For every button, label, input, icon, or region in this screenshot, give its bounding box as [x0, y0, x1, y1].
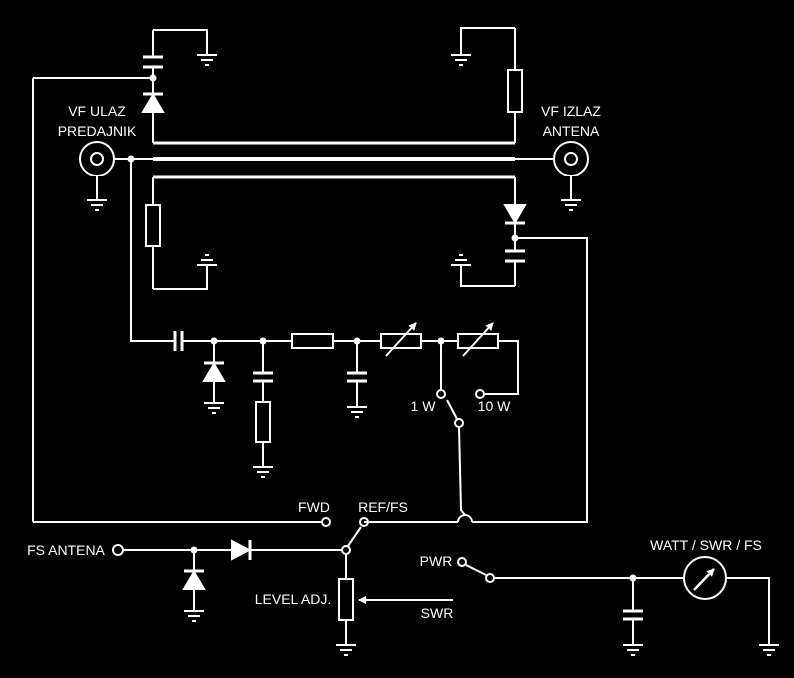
meter-return-wiring — [726, 577, 770, 645]
trimmer-resistor-1w — [380, 322, 422, 357]
level-adjust-potentiometer — [338, 578, 354, 621]
ground-symbol — [87, 199, 107, 211]
diode — [141, 92, 165, 113]
ground-symbol — [759, 644, 779, 656]
ground-symbol — [623, 644, 643, 656]
ground-symbol — [184, 610, 204, 622]
fs-antenna-terminal — [112, 544, 124, 556]
diode — [503, 204, 527, 225]
load-resistor — [255, 401, 271, 443]
termination-resistor — [507, 69, 523, 113]
label-1w: 1 W — [411, 398, 437, 414]
range-switch — [436, 389, 485, 516]
label-fwd: FWD — [298, 499, 330, 515]
termination-resistor — [145, 204, 161, 247]
output-connector — [553, 141, 589, 200]
trimmer-resistor-10w — [457, 322, 499, 357]
junction-dot — [511, 234, 519, 242]
label-antena: ANTENA — [543, 123, 600, 139]
fs-antenna-wiring — [123, 549, 342, 611]
capacitor — [143, 55, 163, 69]
label-swr: SWR — [421, 605, 454, 621]
capacitor — [505, 249, 525, 263]
diode — [202, 361, 226, 382]
coupling-capacitor — [173, 331, 184, 351]
label-level-adj: LEVEL ADJ. — [255, 591, 332, 607]
termination-wiring-top — [460, 27, 516, 143]
label-ref-fs: REF/FS — [358, 499, 408, 515]
ground-symbol — [451, 254, 471, 266]
label-meter: WATT / SWR / FS — [650, 537, 762, 553]
label-10w: 10 W — [478, 398, 511, 414]
diode — [231, 539, 252, 561]
fwd-ref-switch — [321, 517, 369, 645]
ground-symbol — [347, 406, 367, 418]
label-vf-izlaz: VF IZLAZ — [541, 103, 601, 119]
label-vf-ulaz: VF ULAZ — [68, 103, 126, 119]
ground-symbol — [197, 54, 217, 66]
power-sampling-wiring — [130, 159, 519, 395]
capacitor — [253, 371, 273, 383]
input-connector — [79, 141, 115, 200]
ground-symbol — [197, 254, 217, 266]
junction-dot — [437, 337, 445, 345]
capacitor — [623, 609, 643, 621]
termination-wiring-bottom — [152, 177, 208, 290]
capacitor — [347, 371, 367, 383]
ground-symbol — [451, 54, 471, 66]
label-predajnik: PREDAJNIK — [58, 123, 137, 139]
label-fs-antena: FS ANTENA — [27, 542, 105, 558]
ground-symbol — [336, 644, 356, 656]
junction-dot — [190, 546, 198, 554]
pwr-swr-switch — [457, 557, 684, 583]
diode — [182, 569, 206, 590]
ground-symbol — [204, 402, 224, 414]
series-resistor — [291, 333, 334, 349]
ground-symbol — [253, 466, 273, 478]
label-pwr: PWR — [420, 553, 453, 569]
forward-path-wiring — [364, 177, 588, 523]
junction-dot — [149, 74, 157, 82]
reflected-path-wiring — [32, 29, 323, 523]
ground-symbol — [561, 199, 581, 211]
